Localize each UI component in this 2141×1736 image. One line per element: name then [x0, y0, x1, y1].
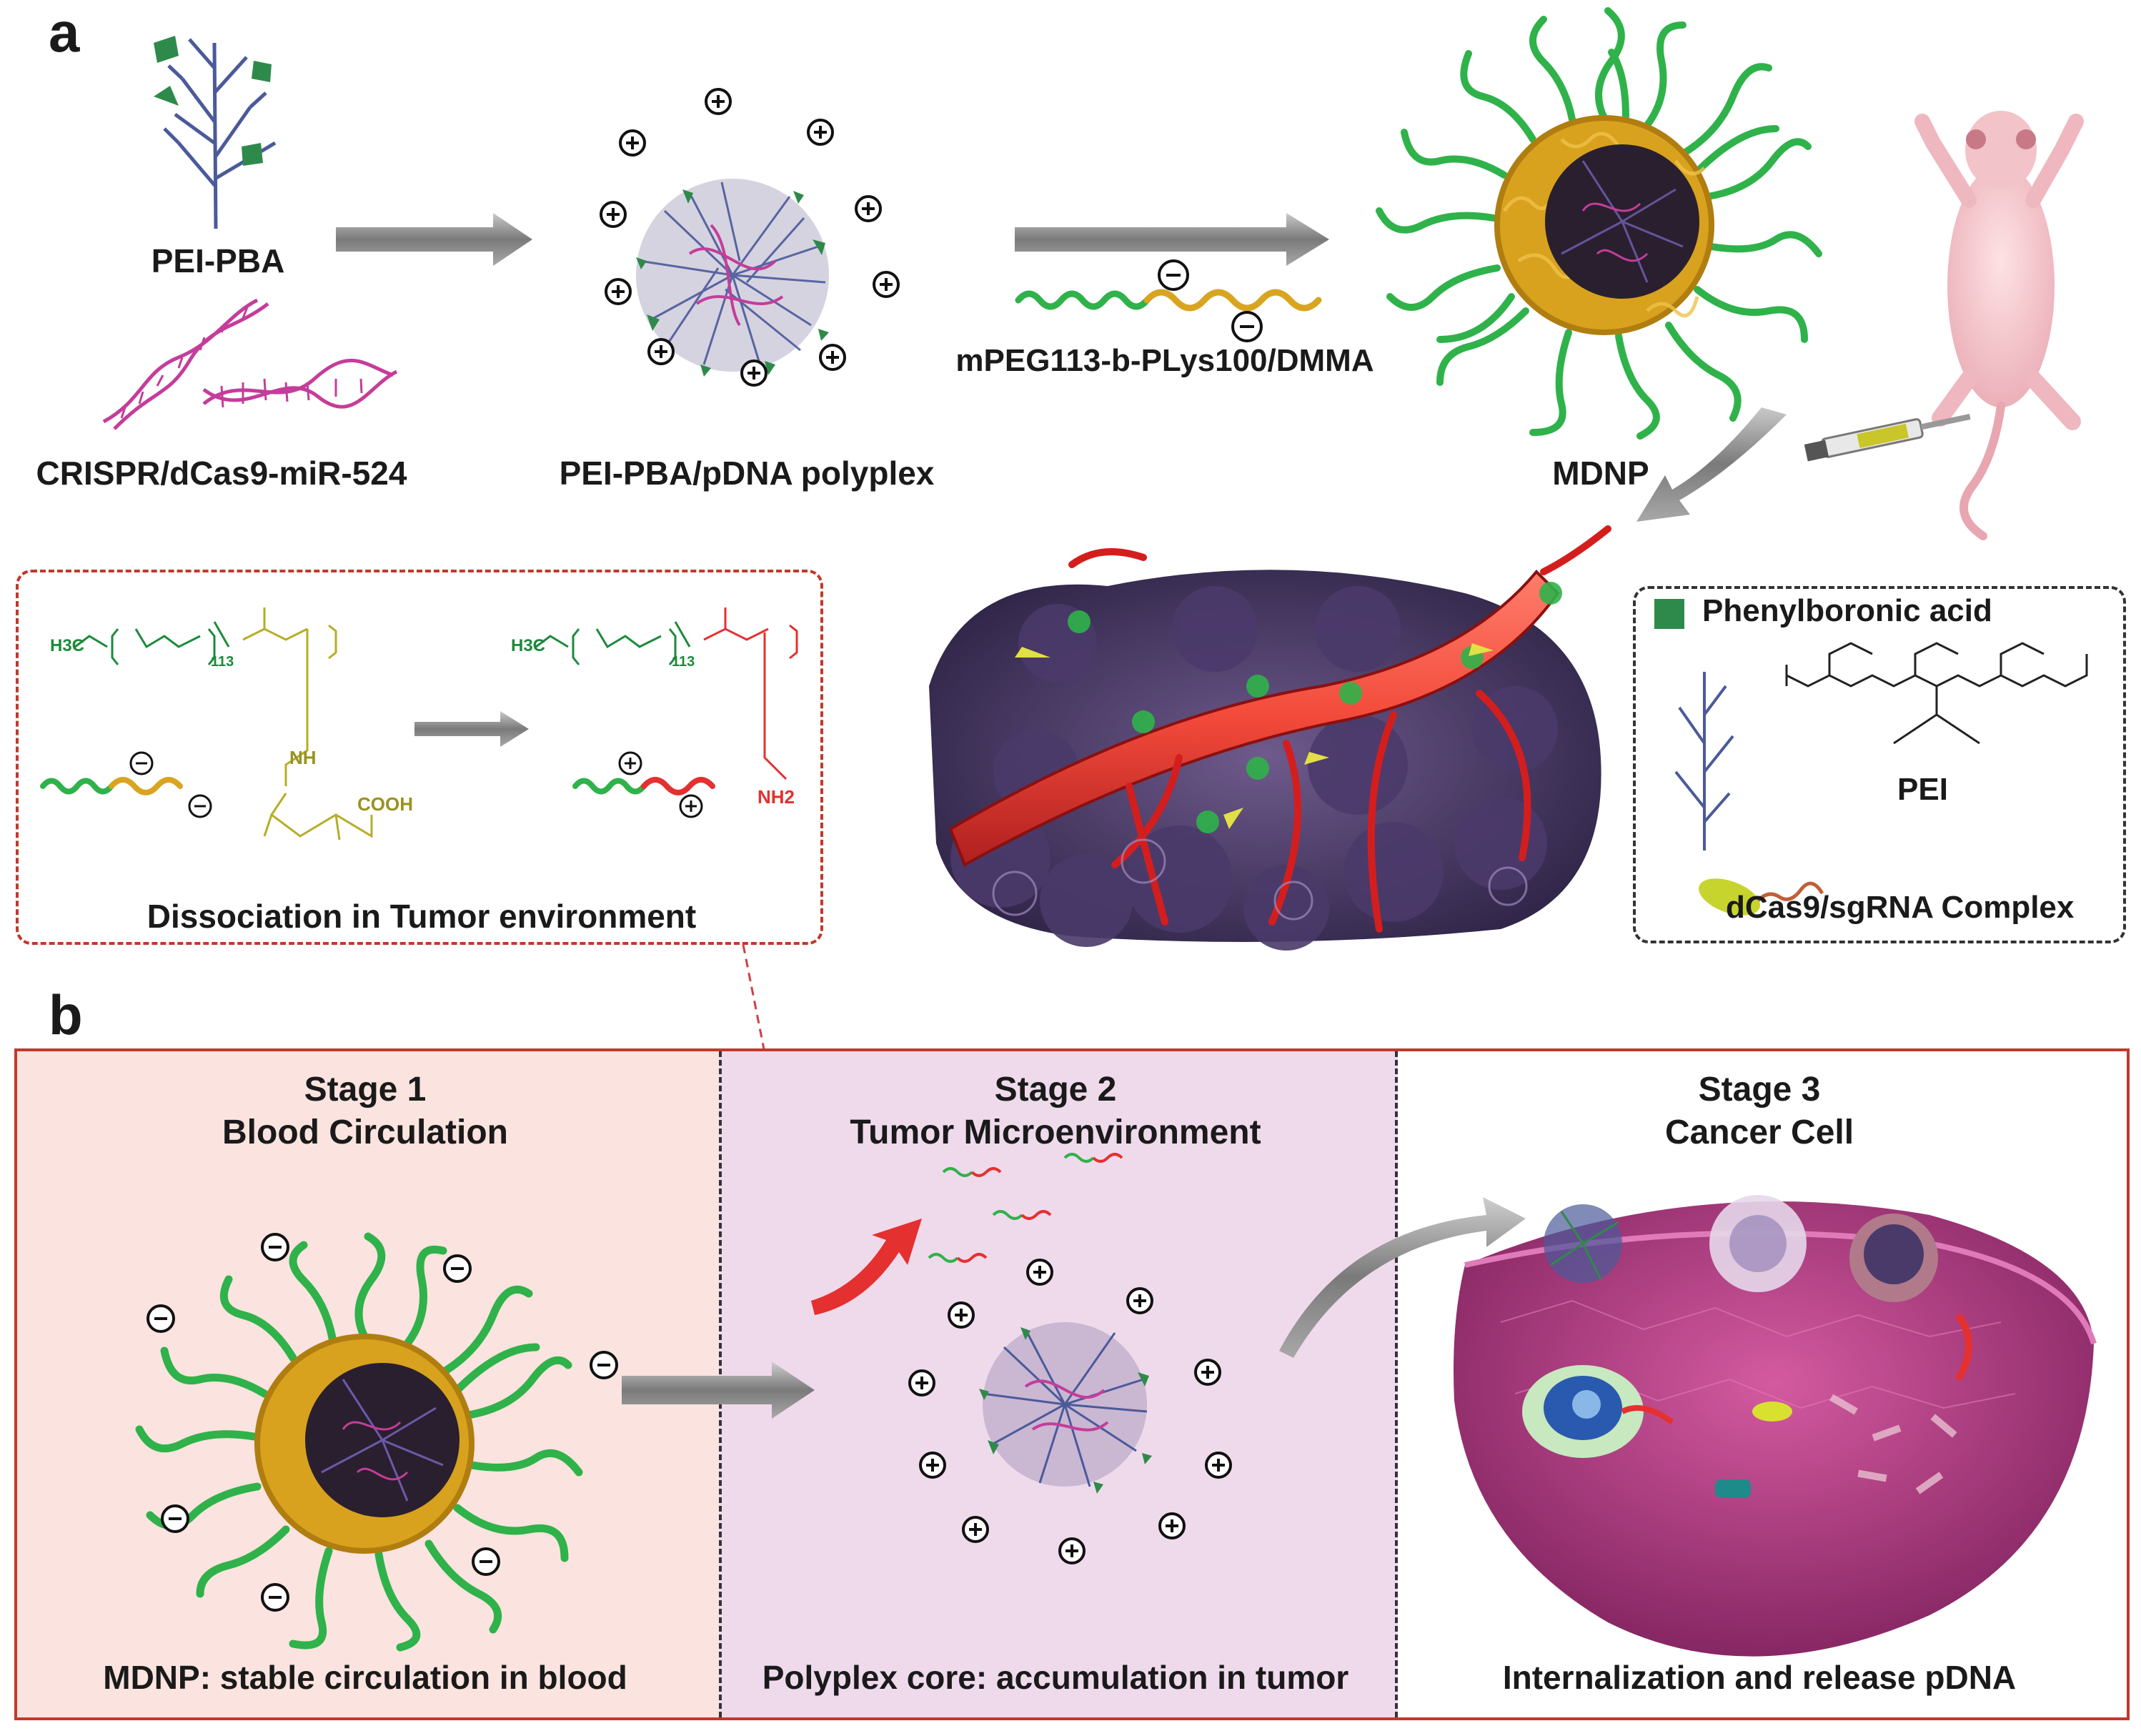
stage-2-name: Tumor Microenvironment	[716, 1111, 1395, 1154]
stage-1-title: Stage 1 Blood Circulation	[14, 1068, 716, 1154]
stage-3-name: Cancer Cell	[1395, 1111, 2124, 1154]
release-red-arrow	[811, 1219, 922, 1315]
stage-3-title: Stage 3 Cancer Cell	[1395, 1068, 2124, 1154]
stage-3-number: Stage 3	[1395, 1068, 2124, 1111]
stage-3-caption: Internalization and release pDNA	[1395, 1658, 2124, 1697]
stage-arrow-1	[622, 1361, 815, 1419]
stage-1-name: Blood Circulation	[14, 1111, 716, 1154]
stage2-polyplex-icon	[979, 1322, 1152, 1494]
stage-2-number: Stage 2	[716, 1068, 1395, 1111]
stage-2-caption: Polyplex core: accumulation in tumor	[716, 1658, 1395, 1697]
released-chains	[929, 1154, 1122, 1261]
stage-1-number: Stage 1	[14, 1068, 716, 1111]
entering-polyplex-icon	[1544, 1204, 1622, 1283]
stage-1-caption: MDNP: stable circulation in blood	[14, 1658, 716, 1697]
stage-2-title: Stage 2 Tumor Microenvironment	[716, 1068, 1395, 1154]
cancer-cell-icon	[1454, 1195, 2094, 1657]
stage1-mdnp-icon	[139, 1236, 579, 1647]
